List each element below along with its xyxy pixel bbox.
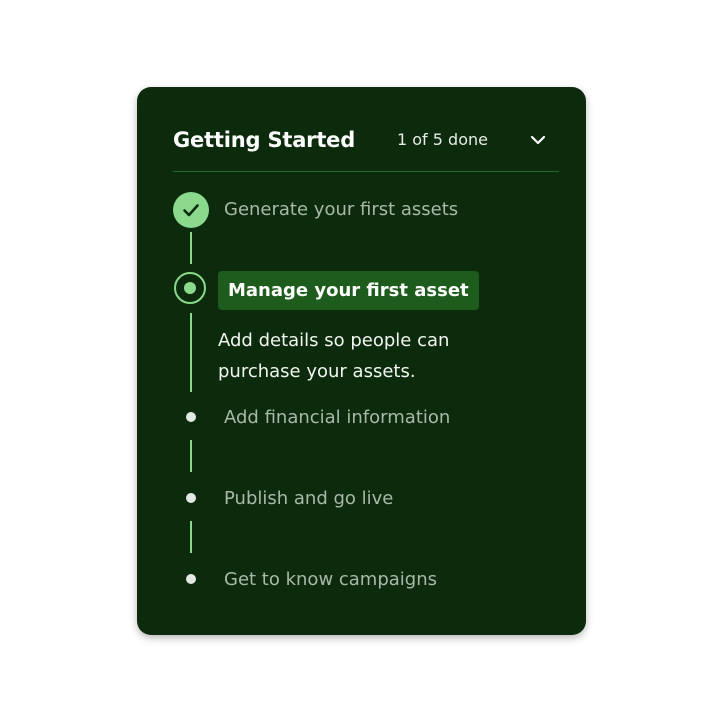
checklist-header: Getting Started 1 of 5 done [173,125,559,159]
step-connector [190,521,192,553]
step-done-indicator [173,192,209,228]
progress-text: 1 of 5 done [397,130,488,149]
chevron-down-icon[interactable] [527,129,549,151]
step-financial-info[interactable]: Add financial information [224,407,451,428]
step-pending-indicator [186,493,196,503]
getting-started-card: Getting Started 1 of 5 done Generate you… [137,87,586,635]
step-connector [190,440,192,472]
header-divider [173,171,559,172]
step-campaigns[interactable]: Get to know campaigns [224,569,438,590]
step-description: Add details so people can purchase your … [218,330,450,382]
active-dot [184,282,196,294]
checkmark-icon [183,204,199,217]
checklist-title: Getting Started [173,128,356,152]
step-publish[interactable]: Publish and go live [224,488,394,509]
step-generate-assets[interactable]: Generate your first assets [224,199,459,220]
step-active-indicator [174,272,206,304]
step-pending-indicator [186,574,196,584]
step-manage-asset[interactable]: Manage your first asset [218,271,479,310]
step-connector [190,313,192,392]
step-connector [190,232,192,264]
step-pending-indicator [186,412,196,422]
